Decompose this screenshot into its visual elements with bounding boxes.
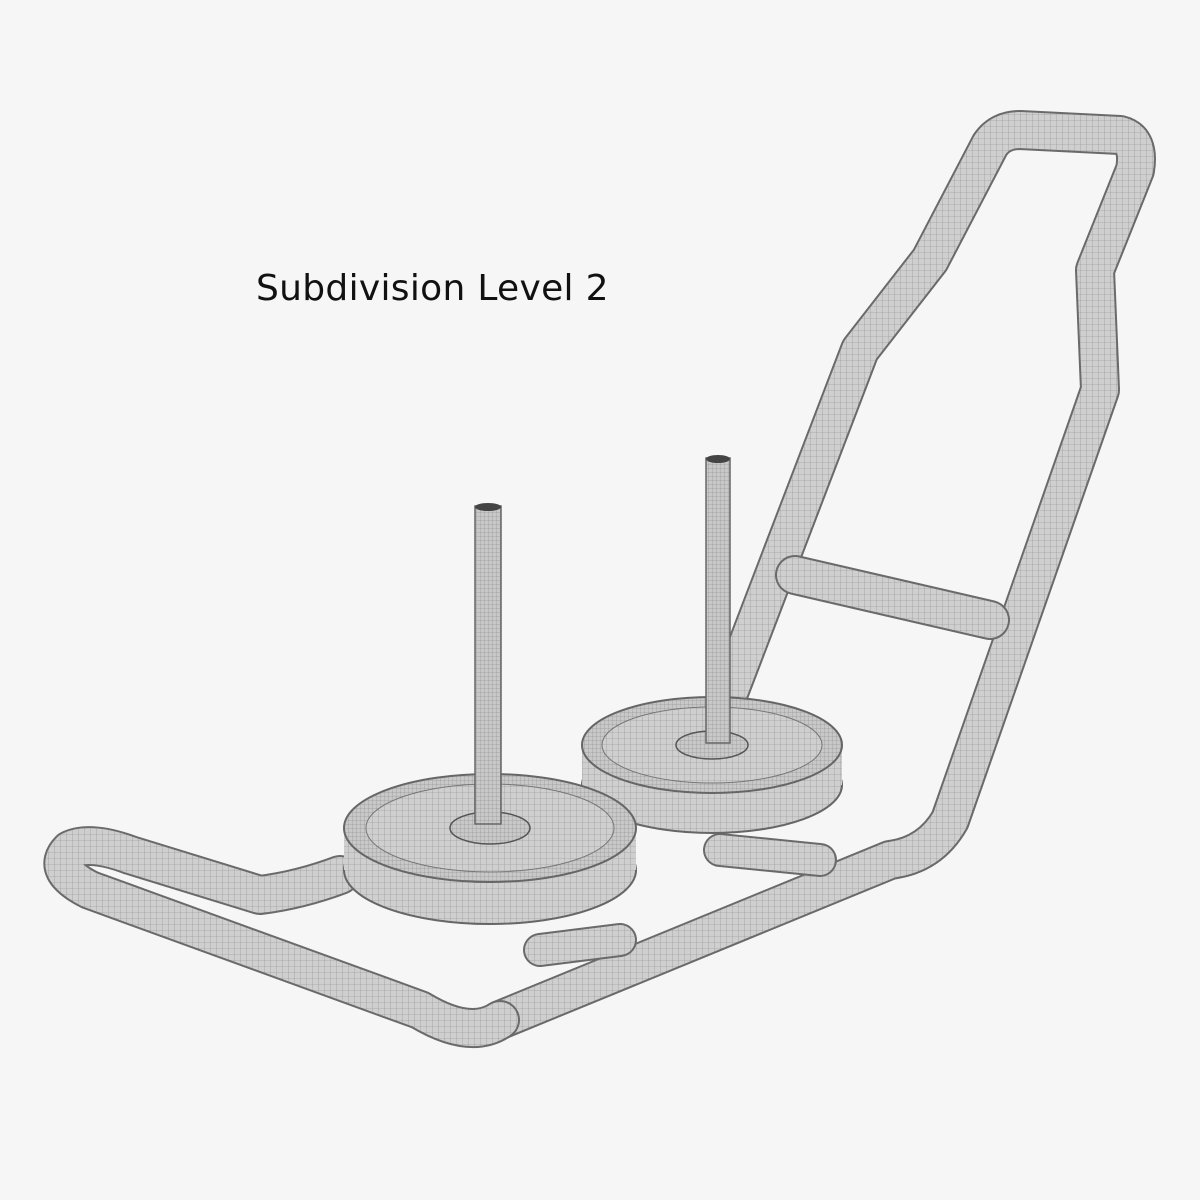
subdivision-level-caption: Subdivision Level 2 xyxy=(256,268,609,309)
weight-post-left xyxy=(474,503,502,825)
weight-plates-left xyxy=(343,773,637,925)
weight-post-right xyxy=(705,455,731,744)
sled-base-frame xyxy=(43,826,837,1048)
weight-plates-right xyxy=(581,696,843,834)
sled-handle-frame xyxy=(480,110,1156,1040)
